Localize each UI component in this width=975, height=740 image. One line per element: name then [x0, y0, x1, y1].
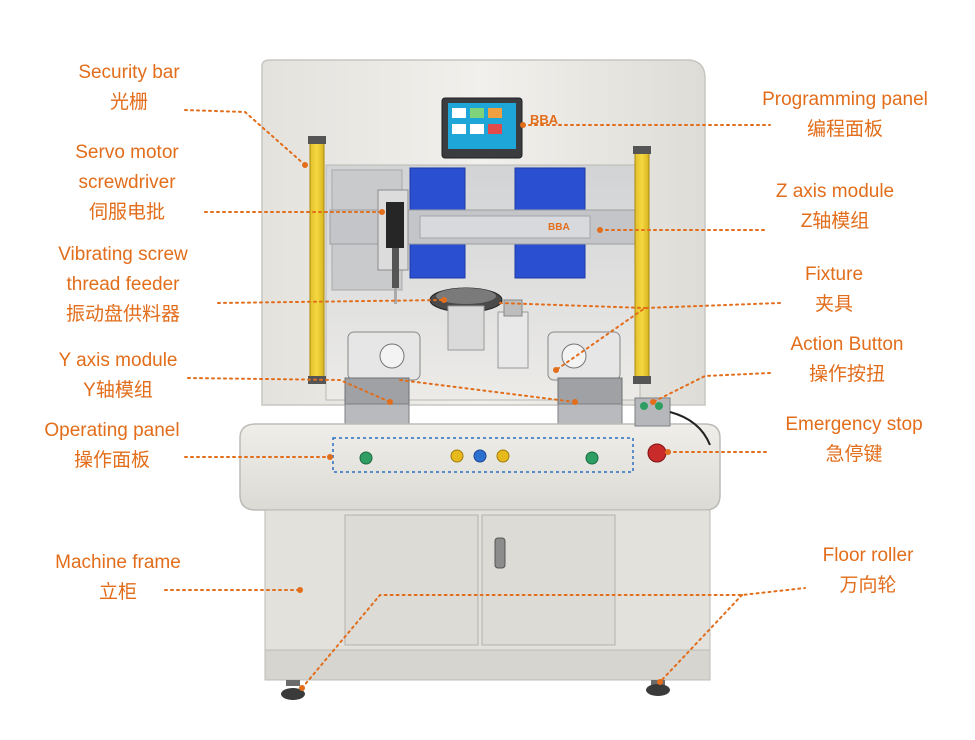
label-action-button-en: Action Button: [790, 334, 904, 355]
start-button-right: [585, 451, 599, 465]
label-servo-motor-zh: 伺服电批: [88, 202, 165, 223]
label-vibrating-feeder: Vibrating screw thread feeder 振动盘供料器: [38, 240, 208, 330]
label-z-axis-zh: Z轴模组: [800, 211, 870, 232]
label-operating-panel: Operating panel 操作面板: [32, 416, 192, 476]
label-floor-roller-en: Floor roller: [822, 545, 914, 566]
label-security-bar-zh: 光栅: [109, 92, 148, 113]
label-operating-panel-en: Operating panel: [44, 420, 180, 441]
light-curtain-left: [309, 139, 325, 381]
label-y-axis: Y axis module Y轴模组: [48, 346, 188, 406]
emergency-stop-button: [647, 443, 667, 463]
servo-motor-body: [386, 202, 404, 248]
start-button-left: [359, 451, 373, 465]
label-programming-panel-en: Programming panel: [762, 89, 928, 110]
label-action-button: Action Button 操作按扭: [772, 330, 922, 390]
table-top: [239, 423, 721, 511]
label-floor-roller: Floor roller 万向轮: [806, 541, 930, 601]
caster-right: [646, 684, 670, 696]
label-security-bar-en: Security bar: [78, 62, 180, 83]
label-servo-motor-en2: screwdriver: [78, 172, 176, 193]
leader-dots: [297, 122, 671, 691]
label-programming-panel-zh: 编程面板: [806, 119, 883, 140]
label-programming-panel: Programming panel 编程面板: [738, 85, 952, 145]
label-fixture-zh: 夹具: [814, 294, 853, 315]
label-emergency-stop-en: Emergency stop: [785, 414, 923, 435]
label-vibrating-feeder-en1: Vibrating screw: [58, 244, 188, 265]
label-machine-frame-en: Machine frame: [55, 552, 181, 573]
operating-panel-outline: [332, 437, 634, 473]
label-vibrating-feeder-en2: thread feeder: [66, 274, 180, 295]
y-axis-slider-right: [557, 377, 623, 405]
label-machine-frame-zh: 立柜: [98, 582, 137, 603]
label-fixture: Fixture 夹具: [784, 260, 884, 320]
label-z-axis-en: Z axis module: [775, 181, 895, 202]
svg-text:BBA: BBA: [548, 222, 570, 233]
label-security-bar: Security bar 光栅: [64, 58, 194, 118]
blue-button: [473, 449, 487, 463]
label-action-button-zh: 操作按扭: [808, 364, 885, 385]
label-servo-motor-en1: Servo motor: [75, 142, 179, 163]
label-y-axis-en: Y axis module: [58, 350, 178, 371]
label-machine-frame: Machine frame 立柜: [38, 548, 198, 608]
label-floor-roller-zh: 万向轮: [839, 575, 897, 596]
label-emergency-stop-zh: 急停键: [825, 444, 883, 465]
yellow-button-2: [496, 449, 510, 463]
cabinet-door-right: [481, 514, 616, 646]
label-servo-motor: Servo motor screwdriver 伺服电批: [60, 138, 194, 228]
label-emergency-stop: Emergency stop 急停键: [764, 410, 944, 470]
cabinet-door-left: [344, 514, 479, 646]
caster-left: [281, 688, 305, 700]
brand-logo: BBA: [530, 112, 559, 127]
y-axis-slider-left: [344, 377, 410, 405]
leader-lines: [164, 109, 806, 689]
yellow-button-1: [450, 449, 464, 463]
light-curtain-right: [634, 149, 650, 381]
label-fixture-en: Fixture: [804, 264, 864, 285]
label-vibrating-feeder-zh: 振动盘供料器: [65, 304, 180, 325]
label-operating-panel-zh: 操作面板: [73, 450, 150, 471]
label-y-axis-zh: Y轴模组: [83, 380, 153, 401]
label-z-axis: Z axis module Z轴模组: [760, 177, 910, 237]
cabinet-handle: [494, 537, 506, 569]
